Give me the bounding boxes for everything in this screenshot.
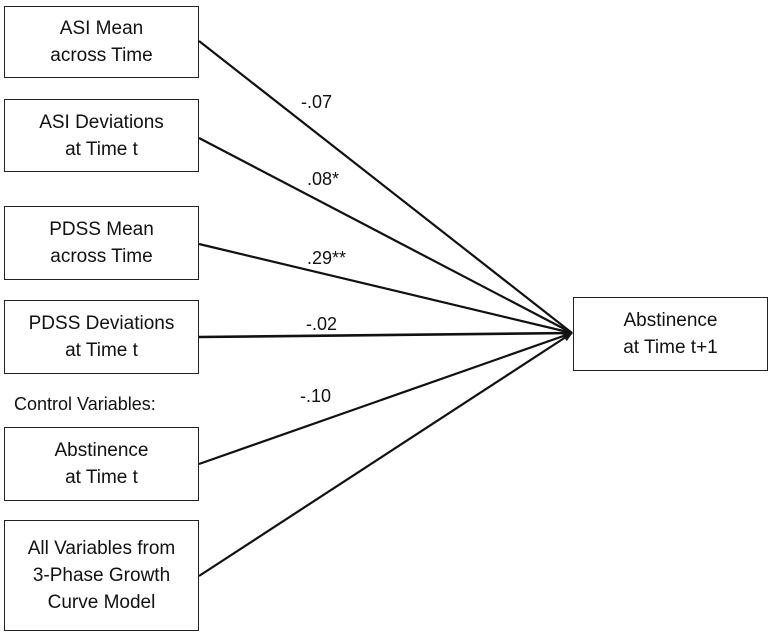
coefficient-asi-mean: -.07	[301, 92, 333, 112]
all-variables-box: All Variables from 3-Phase Growth Curve …	[4, 520, 199, 631]
coefficient-pdss-mean: .29**	[307, 248, 347, 268]
pdss-mean-label: PDSS Mean across Time	[49, 219, 154, 267]
asi-mean-label: ASI Mean across Time	[50, 18, 153, 66]
arrow-all-variables	[198, 332, 573, 577]
abstinence-time-t-label: Abstinence at Time t	[54, 440, 149, 488]
asi-deviations-box: ASI Deviations at Time t	[4, 99, 199, 172]
all-variables-label: All Variables from 3-Phase Growth Curve …	[27, 538, 176, 613]
pdss-deviations-label: PDSS Deviations at Time t	[28, 313, 175, 361]
pdss-mean-box: PDSS Mean across Time	[4, 206, 199, 280]
asi-mean-box: ASI Mean across Time	[4, 6, 199, 78]
coefficient-pdss-deviations: -.02	[306, 314, 338, 334]
coefficient-abstinence-t: -.10	[300, 386, 332, 406]
coefficient-asi-deviations: .08*	[307, 169, 340, 189]
control-variables-label: Control Variables:	[14, 394, 156, 414]
asi-deviations-label: ASI Deviations at Time t	[39, 111, 164, 160]
arrow-asi-mean	[198, 40, 573, 334]
arrow-pdss-deviations	[198, 331, 573, 339]
arrow-pdss-mean	[198, 242, 573, 335]
arrow-abstinence-t	[198, 331, 573, 466]
pdss-deviations-box: PDSS Deviations at Time t	[4, 300, 199, 374]
abstinence-time-t-box: Abstinence at Time t	[4, 427, 199, 501]
outcome-box: Abstinence at Time t+1	[573, 297, 768, 371]
outcome-label: Abstinence at Time t+1	[623, 310, 718, 358]
arrow-asi-deviations	[198, 137, 573, 334]
